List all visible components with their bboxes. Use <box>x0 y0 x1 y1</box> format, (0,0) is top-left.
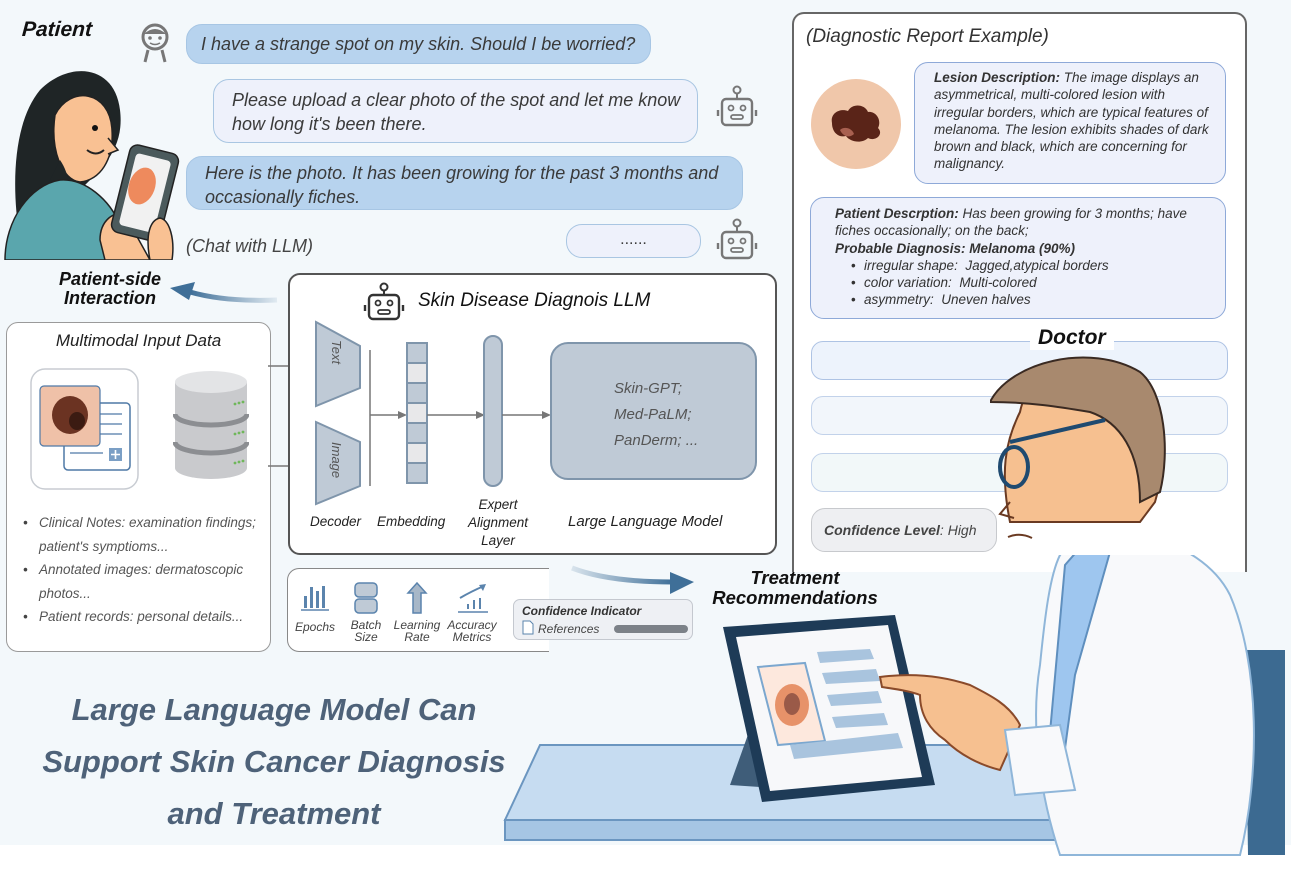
patient-description-text: Has been growing for 3 months; have fich… <box>835 206 1187 239</box>
batch-icon <box>354 582 378 614</box>
multimodal-title: Multimodal Input Data <box>55 331 222 350</box>
document-icon <box>522 620 534 635</box>
llm-core-box: Skin-GPT; Med-PaLM; PanDerm; ... <box>550 342 757 480</box>
patient-illustration <box>4 71 180 260</box>
decoder-caption: Decoder <box>310 514 362 529</box>
feature-item: irregular shape: Jagged,atypical borders <box>851 257 1215 275</box>
expert-alignment-layer <box>483 335 503 487</box>
confidence-indicator: Confidence Indicator References <box>513 599 693 640</box>
label-line: Accuracy <box>447 618 497 632</box>
model-name: Skin-GPT; <box>614 380 683 397</box>
llm-caption: Large Language Model <box>568 513 723 530</box>
confidence-level: Confidence Level: High <box>811 508 997 552</box>
bar-chart-icon <box>301 586 329 611</box>
model-name: PanDerm; ... <box>614 432 699 449</box>
feature-item: asymmetry: Uneven halves <box>851 291 1215 309</box>
user-avatar-icon <box>141 23 169 63</box>
label-line: Batch <box>350 618 382 632</box>
robot-icon <box>716 218 758 260</box>
arrow-right-icon <box>571 565 694 594</box>
embedding-caption: Embedding <box>377 514 446 529</box>
database-icon <box>173 371 249 479</box>
text-decoder-label: Text <box>329 340 344 365</box>
feature-value: Uneven halves <box>941 292 1031 308</box>
chat-caption: (Chat with LLM) <box>186 236 314 256</box>
references-bar <box>614 625 688 633</box>
feature-name: color variation <box>864 275 949 291</box>
multimodal-list: Clinical Notes: examination findings; pa… <box>23 511 268 629</box>
feature-value: Multi-colored <box>959 275 1037 291</box>
llm-model-list: Skin-GPT; Med-PaLM; PanDerm; ... <box>614 376 698 454</box>
caption-line: Layer <box>481 533 515 548</box>
feature-item: color variation: Multi-colored <box>851 274 1215 292</box>
label-line: Learning <box>393 618 441 632</box>
label-line: Treatment <box>750 567 840 588</box>
patient-side-interaction-label: Patient-side Interaction <box>40 270 180 308</box>
arrow-left-icon <box>170 282 278 303</box>
arrow-up-icon <box>406 581 428 614</box>
title-line: and Treatment <box>167 796 381 831</box>
llm-title: Skin Disease Diagnois LLM <box>418 290 651 311</box>
label-line: Metrics <box>452 630 492 644</box>
list-item: Clinical Notes: examination findings; pa… <box>23 511 268 558</box>
feature-value: Jagged,atypical borders <box>965 257 1109 273</box>
confidence-indicator-title: Confidence Indicator <box>522 604 642 618</box>
model-name: Med-PaLM; <box>614 406 692 423</box>
list-item: Annotated images: dermatoscopic photos..… <box>23 558 268 605</box>
references-label: References <box>538 622 600 636</box>
tablet-icon <box>723 615 935 802</box>
chat-typing-indicator: ...... <box>566 224 701 258</box>
probable-diagnosis: Probable Diagnosis: Melanoma (90%) <box>835 240 1076 256</box>
label-line: Interaction <box>63 288 156 308</box>
lesion-heading: Lesion Description: <box>934 70 1061 85</box>
image-decoder <box>315 420 361 506</box>
treatment-recommendations-label: Treatment Recommendations <box>690 568 900 608</box>
label-line: Size <box>354 630 378 644</box>
text-decoder <box>315 320 361 408</box>
embedding-vector <box>406 342 428 484</box>
image-decoder-label: Image <box>329 442 344 479</box>
annotated-image-icon <box>30 368 139 490</box>
figure-title: Large Language Model Can Support Skin Ca… <box>14 684 534 840</box>
title-line: Large Language Model Can <box>71 692 477 727</box>
robot-icon <box>716 85 758 127</box>
patient-label: Patient <box>21 18 93 41</box>
label-line: Patient-side <box>58 269 162 289</box>
confidence-value: High <box>947 522 977 538</box>
report-title: (Diagnostic Report Example) <box>806 26 1049 47</box>
alignment-caption: Expert Alignment Layer <box>458 496 538 550</box>
trend-icon <box>458 584 488 613</box>
chat-message-user: Here is the photo. It has been growing f… <box>186 156 743 210</box>
list-item: Patient records: personal details... <box>23 605 268 629</box>
doctor-scene-illustration <box>503 555 1285 856</box>
doctor-head-illustration <box>990 356 1166 539</box>
chat-message-bot: Please upload a clear photo of the spot … <box>213 79 698 143</box>
lesion-description: Lesion Description: The image displays a… <box>914 62 1226 184</box>
robot-icon <box>363 282 405 321</box>
feature-name: irregular shape <box>864 257 955 273</box>
label-line: Recommendations <box>712 587 878 608</box>
lesion-text: The image displays an asymmetrical, mult… <box>934 70 1209 172</box>
chat-message-user: I have a strange spot on my skin. Should… <box>186 24 651 64</box>
diagnosis-features: irregular shape: Jagged,atypical borders… <box>851 257 1215 309</box>
caption-line: Alignment <box>467 515 529 530</box>
doctor-label: Doctor <box>1030 326 1114 350</box>
patient-description-heading: Patient Descrption: <box>835 206 959 221</box>
lesion-image <box>811 79 901 169</box>
patient-diagnosis-box: Patient Descrption: Has been growing for… <box>810 197 1226 319</box>
title-line: Support Skin Cancer Diagnosis <box>42 744 506 779</box>
feature-name: asymmetry <box>864 292 931 308</box>
caption-line: Expert <box>478 497 518 512</box>
label-line: Rate <box>404 630 430 644</box>
llm-architecture <box>315 320 551 506</box>
confidence-label: Confidence Level <box>824 522 940 538</box>
param-epochs: Epochs <box>287 582 343 633</box>
param-label: Epochs <box>294 620 336 634</box>
